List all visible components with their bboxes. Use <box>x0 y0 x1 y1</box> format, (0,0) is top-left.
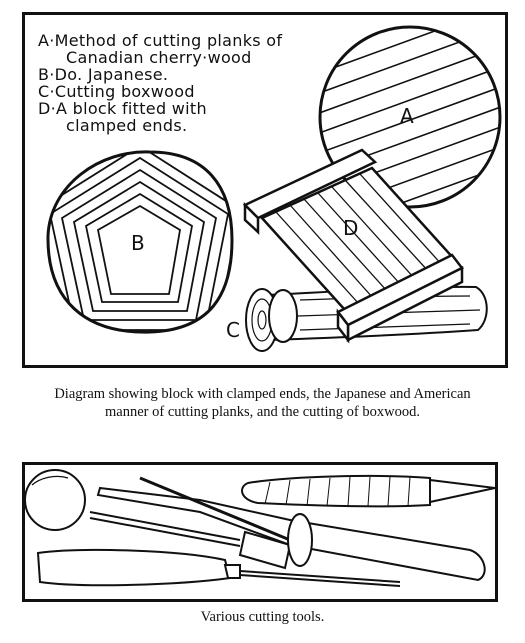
chisel-2 <box>36 548 401 587</box>
label-d: D <box>343 216 359 240</box>
legend-line-d: D·A block fitted with <box>38 99 207 118</box>
wrapped-knife <box>241 474 496 508</box>
figure1-caption: Diagram showing block with clamped ends,… <box>54 386 471 420</box>
round-knife <box>24 469 241 547</box>
label-a: A <box>400 104 414 128</box>
legend-line-b: B·Do. Japanese. <box>38 65 169 84</box>
figure-legend: A·Method of cutting planks of Canadian c… <box>38 32 282 134</box>
figure2-caption: Various cutting tools. <box>200 609 325 625</box>
label-c: C <box>226 318 240 342</box>
block-d-illustration <box>242 148 464 344</box>
legend-line-a-cont: Canadian cherry·wood <box>66 48 252 67</box>
legend-line-c: C·Cutting boxwood <box>38 82 195 101</box>
gouge-with-ferrule <box>139 476 313 570</box>
legend-line-d-cont: clamped ends. <box>66 116 188 135</box>
label-b: B <box>131 231 145 255</box>
legend-line-a: A·Method of cutting planks of <box>38 31 283 50</box>
cutting-tools-illustration <box>24 469 496 587</box>
